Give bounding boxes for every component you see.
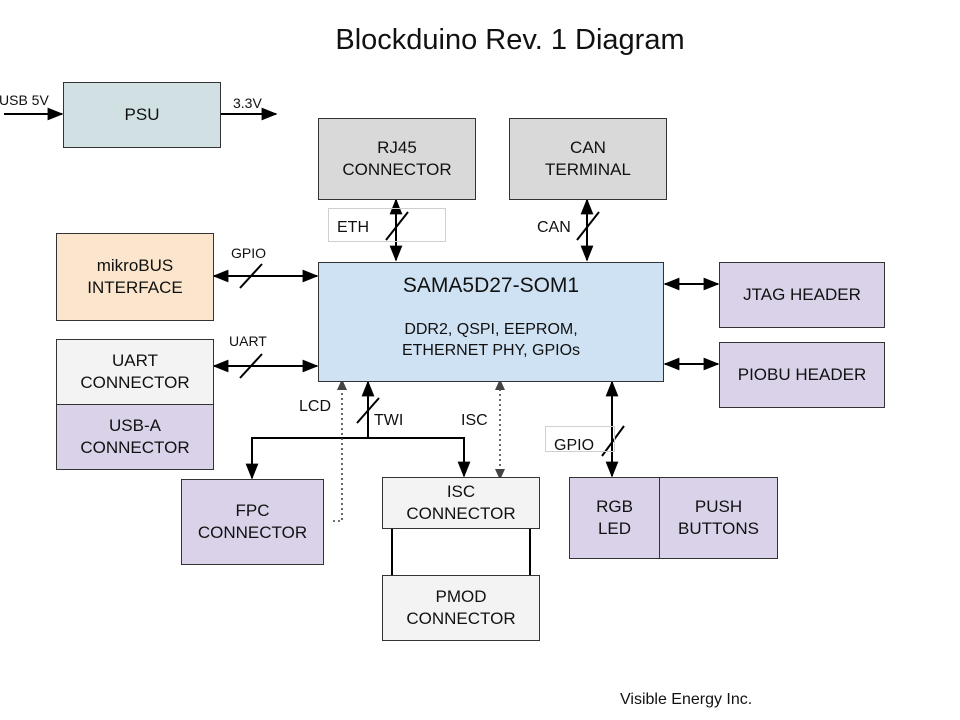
push-label: PUSH BUTTONS xyxy=(678,497,759,538)
slash-twi xyxy=(356,397,380,424)
lcd-dotted-line xyxy=(330,383,343,522)
uart-connector-box: UART CONNECTOR xyxy=(56,339,214,405)
som-features: DDR2, QSPI, EEPROM, ETHERNET PHY, GPIOs xyxy=(401,321,581,359)
slash-gpio-left xyxy=(239,263,263,289)
can-terminal-label: CAN TERMINAL xyxy=(545,138,631,179)
twi-label: TWI xyxy=(374,412,404,429)
rj45-connector-box: RJ45 CONNECTOR xyxy=(318,118,476,200)
eth-label-frame xyxy=(328,208,446,242)
can-bus-label: CAN xyxy=(537,219,571,236)
isc-bus-label: ISC xyxy=(461,412,488,429)
footer-credit: Visible Energy Inc. xyxy=(620,691,753,708)
usb5v-label: USB 5V xyxy=(0,92,49,108)
lcd-label: LCD xyxy=(299,398,332,415)
slash-eth xyxy=(385,211,409,241)
piobu-header-box: PIOBU HEADER xyxy=(719,342,885,408)
twi-fpc-branch xyxy=(245,437,368,480)
pmod-connector-box: PMOD CONNECTOR xyxy=(382,575,540,641)
psu-label: PSU xyxy=(124,105,160,124)
push-buttons-box: PUSH BUTTONS xyxy=(659,477,778,559)
v33-label: 3.3V xyxy=(233,95,262,111)
usba-connector-box: USB-A CONNECTOR xyxy=(56,404,214,470)
slash-can xyxy=(576,211,600,241)
gpio-left-label: GPIO xyxy=(231,245,267,261)
isc-connector-box: ISC CONNECTOR xyxy=(382,477,540,529)
som-title: SAMA5D27-SOM1 xyxy=(402,274,580,297)
isc-arrowhead-top xyxy=(495,379,505,390)
can-terminal-box: CAN TERMINAL xyxy=(509,118,667,200)
isc-connector-label: ISC CONNECTOR xyxy=(406,482,516,523)
lcd-arrowhead xyxy=(337,379,347,390)
gpio-bottom-label: GPIO xyxy=(554,437,595,454)
fpc-label: FPC CONNECTOR xyxy=(197,501,308,542)
diagram-title: Blockduino Rev. 1 Diagram xyxy=(335,24,685,56)
slash-uart xyxy=(239,353,263,379)
isc-arrowhead-bottom xyxy=(495,469,505,480)
psu-box: PSU xyxy=(63,82,221,148)
uart-bus-label: UART xyxy=(229,333,267,349)
piobu-label: PIOBU HEADER xyxy=(737,365,867,384)
jtag-label: JTAG HEADER xyxy=(743,285,861,304)
som-module-box: SAMA5D27-SOM1 DDR2, QSPI, EEPROM, ETHERN… xyxy=(318,262,664,382)
mikrobus-label: mikroBUS INTERFACE xyxy=(87,256,183,297)
usba-label: USB-A CONNECTOR xyxy=(80,416,190,457)
pmod-label: PMOD CONNECTOR xyxy=(406,587,516,628)
gpio-label-frame xyxy=(545,426,615,452)
twi-isc-branch xyxy=(368,437,471,478)
rj45-label: RJ45 CONNECTOR xyxy=(342,138,452,179)
rgb-led-box: RGB LED xyxy=(569,477,660,559)
uart-connector-label: UART CONNECTOR xyxy=(80,351,190,392)
eth-label: ETH xyxy=(337,219,369,236)
fpc-connector-box: FPC CONNECTOR xyxy=(181,479,324,565)
rgb-label: RGB LED xyxy=(596,497,633,538)
mikrobus-interface-box: mikroBUS INTERFACE xyxy=(56,233,214,321)
jtag-header-box: JTAG HEADER xyxy=(719,262,885,328)
